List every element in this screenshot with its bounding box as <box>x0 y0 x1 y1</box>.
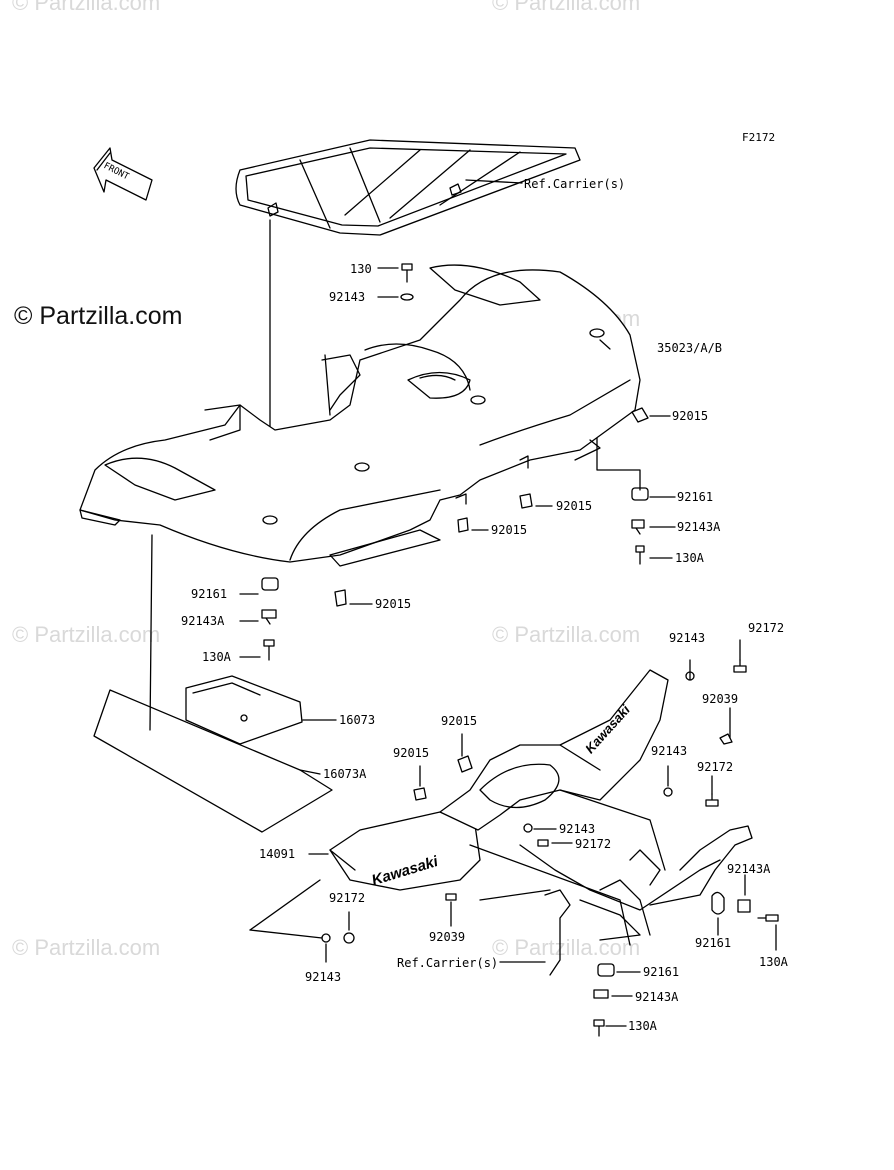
bolt-92172-icon <box>537 839 549 847</box>
collar-92143A-icon <box>737 899 751 913</box>
watermark: © Partzilla.com <box>492 935 641 960</box>
callout-label: 92172 <box>697 760 734 774</box>
watermark: © Partzilla.com <box>12 622 161 647</box>
bolt-130A-icon <box>263 639 275 661</box>
leader-line <box>465 179 523 184</box>
callout-label: 92172 <box>329 891 366 905</box>
watermark: © Partzilla.com <box>12 935 161 960</box>
front-arrow-icon <box>93 147 153 201</box>
clip-92015-icon <box>631 407 649 423</box>
callout-label: 130A <box>628 1019 657 1033</box>
collar-92143A-icon <box>631 519 645 535</box>
callout-label: 130 <box>350 262 372 276</box>
leader-line <box>249 929 323 939</box>
nut-92172-icon <box>343 932 355 944</box>
callout-label: 92015 <box>672 409 709 423</box>
clip-92015-icon <box>413 787 427 801</box>
callout-label: Ref.Carrier(s) <box>524 177 626 191</box>
collar-92143A-icon <box>261 609 277 625</box>
callout-label: 92161 <box>643 965 680 979</box>
mud-flap-16073A <box>93 689 333 833</box>
callout-label: 92161 <box>695 936 732 950</box>
callout-label: 130A <box>759 955 788 969</box>
bolt-130A-icon <box>593 1019 605 1037</box>
callout-label: 92015 <box>375 597 412 611</box>
callout-label: 92143A <box>181 614 225 628</box>
washer-92143-icon <box>523 823 533 833</box>
watermark: © Partzilla.com <box>492 0 641 15</box>
rivet-92039-icon <box>445 893 457 901</box>
callout-label: 92143 <box>305 970 342 984</box>
bolt-92172-icon <box>733 659 747 673</box>
callout-label: 92143A <box>727 862 771 876</box>
callout-label: 16073 <box>339 713 376 727</box>
leader-line <box>329 849 356 871</box>
callout-label: Ref.Carrier(s) <box>397 956 499 970</box>
callout-label: 92015 <box>441 714 478 728</box>
callout-label: 92143 <box>329 290 366 304</box>
callout-label: 92172 <box>748 621 785 635</box>
watermark: © Partzilla.com <box>12 0 161 15</box>
rear-fender <box>79 264 641 567</box>
figure-code: F2172 <box>742 131 776 144</box>
bolt-130A-icon <box>635 545 645 565</box>
grommet-92015-icon <box>457 755 473 773</box>
callout-label: 92143A <box>677 520 721 534</box>
bolt-130-icon <box>401 263 413 283</box>
callout-label: 16073A <box>323 767 367 781</box>
clip-92015-icon <box>334 589 347 607</box>
callout-label: 92161 <box>677 490 714 504</box>
callout-label: 92143 <box>559 822 596 836</box>
mud-flap-16073 <box>185 675 303 745</box>
rivet-92039-icon <box>719 733 733 745</box>
callout-label: 92143 <box>651 744 688 758</box>
collar-92143A-icon <box>593 989 609 999</box>
callout-label: 92143 <box>669 631 706 645</box>
front-fender-assembly <box>329 669 753 976</box>
callout-label: 92015 <box>393 746 430 760</box>
washer-92143-icon <box>321 933 331 943</box>
callout-label: 92015 <box>491 523 528 537</box>
bolt-130A-icon <box>757 914 779 922</box>
clip-92015-icon <box>457 517 469 533</box>
washer-92143-icon <box>400 293 414 301</box>
brand-text: © Partzilla.com <box>14 302 183 330</box>
callout-label: 92015 <box>556 499 593 513</box>
leader-line <box>599 339 611 350</box>
grommet-92161-icon <box>711 891 725 915</box>
callout-label: 92172 <box>575 837 612 851</box>
leader-line <box>299 769 321 775</box>
leader-line <box>249 879 321 931</box>
callout-label: 92039 <box>429 930 466 944</box>
callout-label: 130A <box>675 551 704 565</box>
callout-label: 35023/A/B <box>657 341 723 355</box>
callout-label: 92143A <box>635 990 679 1004</box>
clip-92015-icon <box>519 493 533 509</box>
bolt-92172-icon <box>705 793 719 807</box>
grommet-92161-icon <box>261 577 279 591</box>
callout-label: 130A <box>202 650 231 664</box>
grommet-92161-icon <box>597 963 615 977</box>
carrier-rack-top <box>235 139 581 236</box>
leader-line <box>149 534 153 731</box>
callout-label: 92161 <box>191 587 228 601</box>
watermark: © Partzilla.com <box>492 622 641 647</box>
callout-label: 92039 <box>702 692 739 706</box>
callout-label: 14091 <box>259 847 296 861</box>
washer-92143-icon <box>663 787 673 797</box>
grommet-92161-icon <box>631 487 649 501</box>
